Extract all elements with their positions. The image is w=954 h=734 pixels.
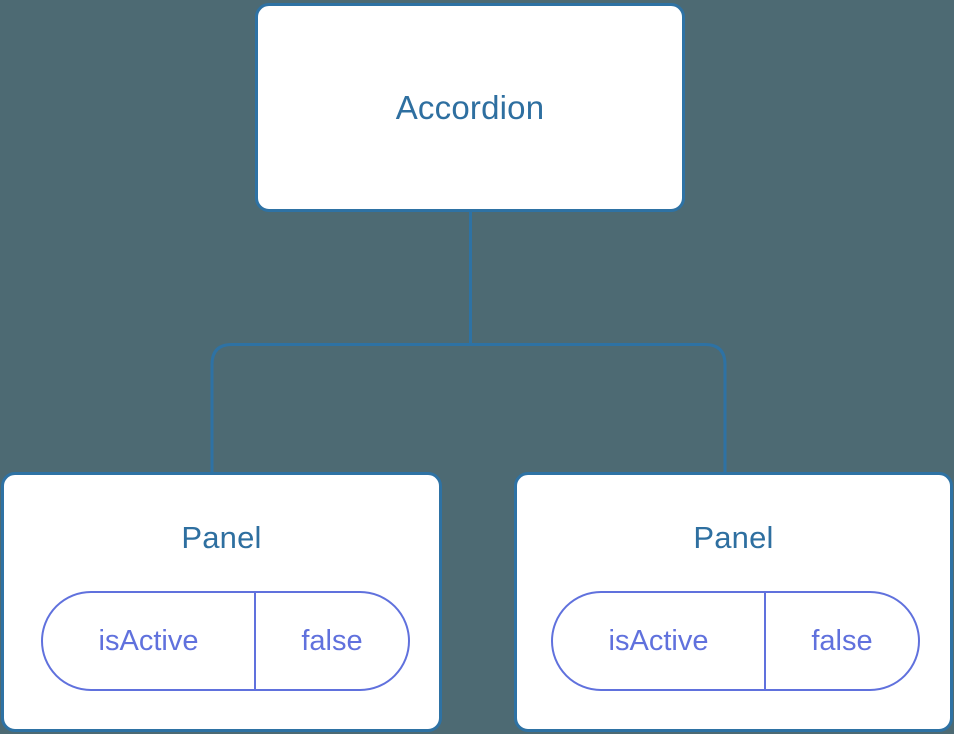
state-key-panel-1: isActive	[43, 593, 256, 689]
edge-root-to-right-panel	[470, 343, 727, 472]
edge-root-to-left-panel	[210, 343, 471, 472]
node-panel-1[interactable]: Panel isActive false	[1, 472, 442, 732]
node-panel-2[interactable]: Panel isActive false	[514, 472, 953, 732]
state-value-panel-1: false	[301, 624, 363, 657]
state-badge-panel-2[interactable]: isActive false	[551, 591, 920, 691]
state-value-panel-2: false	[811, 624, 873, 657]
state-key-panel-2: isActive	[553, 593, 766, 689]
node-accordion[interactable]: Accordion	[255, 3, 685, 212]
node-accordion-title: Accordion	[395, 89, 545, 126]
node-panel-2-title: Panel	[693, 520, 774, 555]
state-badge-panel-1[interactable]: isActive false	[41, 591, 410, 691]
node-panel-1-title: Panel	[181, 520, 262, 555]
